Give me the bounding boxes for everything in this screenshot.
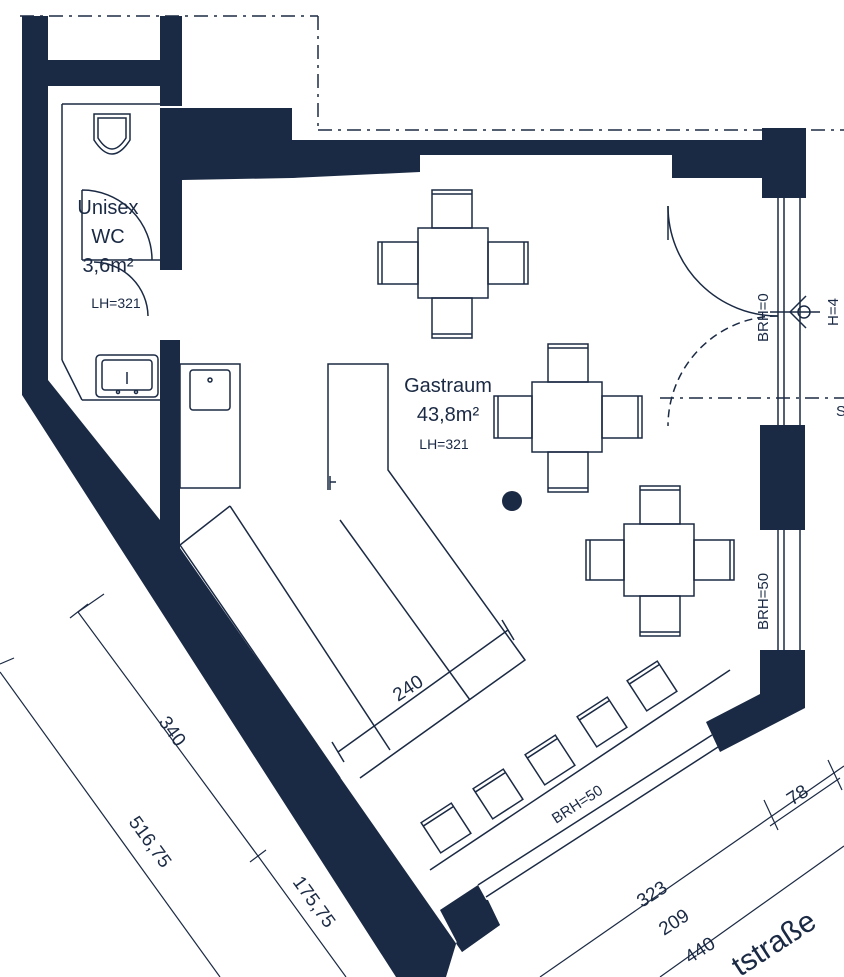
table-group-1	[377, 189, 529, 339]
wc-ceiling-height: LH=321	[91, 295, 141, 311]
kitchen-counter	[179, 363, 241, 489]
table	[531, 381, 603, 453]
wall-right-pier	[760, 425, 805, 530]
wall-top-right	[672, 140, 764, 178]
dimension-lines	[0, 593, 844, 977]
toilet-icon	[93, 113, 131, 155]
window-right-top-label: BRH=0	[755, 293, 772, 342]
table	[417, 227, 489, 299]
gastraum-name: Gastraum	[404, 375, 492, 397]
wall-corner-top-right	[762, 128, 806, 198]
bar-counter	[179, 363, 527, 779]
table-group-2	[493, 343, 643, 493]
wall-segment-b-dim: 175,75	[288, 873, 339, 932]
wc-room-name-1: Unisex	[77, 197, 138, 219]
street-a-dim: 323	[633, 877, 671, 912]
gastraum-ceiling-height: LH=321	[419, 436, 469, 452]
inner-lines	[61, 103, 801, 898]
wall-top	[292, 140, 672, 178]
wall-diagonal	[22, 380, 500, 977]
wall-corner-bottom-right	[706, 650, 805, 752]
wall-segment-a-dim: 340	[154, 713, 190, 751]
table	[623, 523, 695, 597]
window-right-bottom-label: BRH=50	[755, 573, 772, 630]
walls	[22, 16, 806, 977]
entrance-door	[667, 205, 779, 317]
wc-door	[81, 189, 153, 261]
wc-door-lower	[93, 261, 149, 317]
bar-stools	[420, 660, 678, 854]
counter-length-dim: 240	[389, 671, 427, 706]
sink-icon	[95, 354, 159, 398]
street-name: tstraße	[726, 904, 822, 977]
height-marker-label: H=4	[825, 298, 842, 326]
entrance-door-dashed	[667, 315, 779, 427]
wall-right-upper	[160, 16, 182, 106]
wc-room-area: 3,6m²	[82, 255, 133, 277]
wall-wc-partition	[160, 340, 180, 540]
wall-total-dim: 516,75	[124, 813, 175, 872]
doors	[81, 189, 779, 427]
wc-room-name-2: WC	[91, 226, 124, 248]
table-group-3	[585, 485, 735, 637]
height-marker-icon	[770, 295, 820, 329]
wall-bottom-pier	[440, 885, 500, 952]
kitchen-sink-icon	[189, 369, 231, 411]
gastraum-area: 43,8m²	[417, 404, 480, 426]
wall-block-top	[160, 108, 420, 270]
street-b-dim: 209	[655, 905, 693, 940]
column-icon	[502, 491, 522, 511]
wall-wc-top	[22, 60, 182, 86]
edge-label: S	[836, 403, 844, 420]
